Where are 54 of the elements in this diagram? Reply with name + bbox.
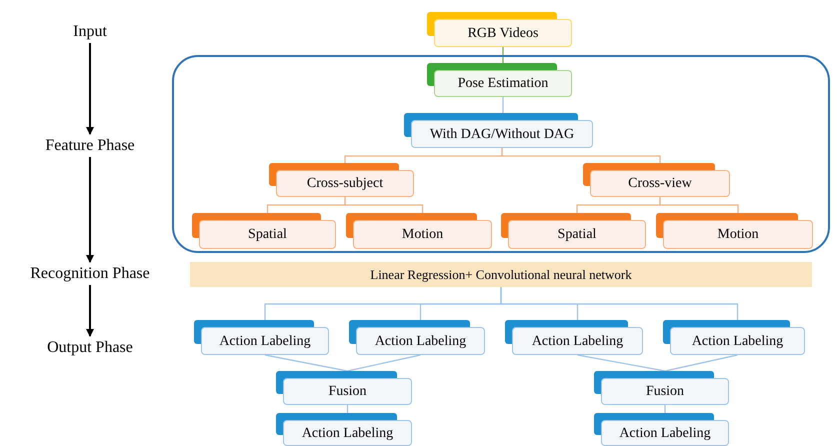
card (501, 213, 646, 249)
node-label: Spatial (558, 226, 596, 244)
node-label: Cross-view (628, 175, 692, 193)
node-label: Action Labeling (532, 332, 624, 350)
node-label: Action Labeling (374, 332, 466, 350)
card (269, 163, 414, 197)
node-label: Feature Phase (45, 136, 135, 156)
card (427, 63, 572, 97)
node-label: Action Labeling (219, 332, 311, 350)
card (349, 320, 485, 355)
node-label: Motion (717, 226, 759, 244)
band (190, 262, 812, 287)
connector-line (264, 354, 348, 372)
node-label: Motion (402, 226, 444, 244)
node-label: With DAG/Without DAG (430, 126, 574, 144)
node-label: Cross-subject (306, 175, 384, 193)
card (346, 213, 492, 249)
card (194, 320, 329, 355)
node-label: Fusion (328, 383, 367, 401)
node-label: Pose Estimation (458, 75, 548, 93)
node-label: Recognition Phase (30, 264, 150, 284)
connector-line (577, 354, 666, 372)
arrow (86, 157, 94, 263)
card (583, 163, 730, 197)
connector-line (501, 148, 661, 163)
arrow (86, 43, 94, 135)
node-label: Action Labeling (302, 424, 394, 442)
node-label: Fusion (646, 383, 684, 401)
card (656, 213, 813, 249)
card (276, 371, 412, 405)
arrow (86, 285, 94, 337)
card (192, 213, 336, 249)
node-label: RGB Videos (468, 24, 538, 42)
card (404, 113, 593, 148)
card (505, 320, 643, 355)
connector-line (502, 47, 504, 63)
connector-line (500, 287, 738, 320)
connector-line (659, 197, 739, 213)
card (663, 320, 805, 355)
card (594, 413, 729, 446)
node-label: Action Labeling (692, 332, 784, 350)
node-label: Input (73, 22, 107, 42)
card (594, 371, 729, 405)
connector-line (664, 354, 738, 372)
group-frame (172, 55, 830, 253)
node-label: Linear Regression+ Convolutional neural network (370, 266, 632, 284)
node-label: Action Labeling (619, 424, 711, 442)
node-label: Output Phase (47, 338, 133, 358)
connector-line (347, 354, 421, 372)
card (276, 413, 412, 446)
connector-line (344, 197, 424, 213)
connector-line (502, 97, 504, 113)
node-label: Spatial (248, 226, 287, 244)
card (427, 12, 572, 47)
